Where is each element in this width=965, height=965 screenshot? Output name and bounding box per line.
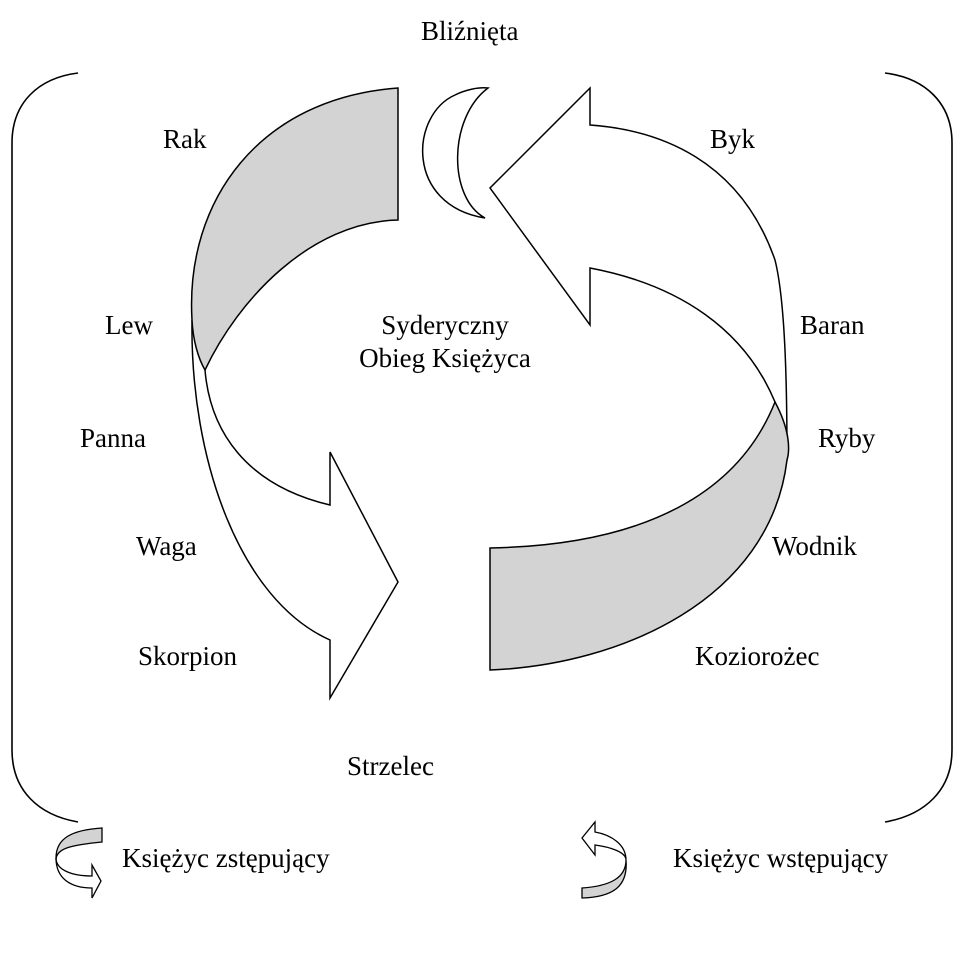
ascending-icon-back	[581, 859, 627, 899]
descending-icon-front	[55, 857, 102, 899]
ascending-icon-front	[581, 820, 627, 861]
right-band-front	[489, 86, 788, 461]
left-bracket	[11, 72, 79, 823]
crescent-moon-icon	[421, 87, 490, 219]
sign-label-lew: Lew	[105, 310, 153, 340]
legend-ascending-label: Księżyc wstępujący	[673, 843, 889, 873]
sign-label-ryby: Ryby	[818, 423, 876, 453]
sign-label-strzelec: Strzelec	[347, 751, 434, 781]
sign-label-rak: Rak	[163, 124, 207, 154]
right-bracket	[884, 72, 953, 823]
center-title-line1: Syderyczny	[381, 310, 509, 340]
legend-descending-label: Księżyc zstępujący	[122, 843, 330, 873]
left-band-front	[191, 319, 399, 701]
sign-label-bliznieta: Bliźnięta	[421, 16, 519, 46]
right-band-back	[489, 400, 790, 671]
sign-label-panna: Panna	[80, 423, 146, 453]
sign-label-byk: Byk	[710, 124, 756, 154]
left-band-back	[190, 87, 399, 372]
descending-icon-back	[55, 827, 103, 861]
sign-label-skorpion: Skorpion	[138, 641, 238, 671]
sign-label-waga: Waga	[136, 531, 197, 561]
sign-label-wodnik: Wodnik	[772, 531, 857, 561]
sign-label-koziorozec: Koziorożec	[695, 641, 820, 671]
center-title-line2: Obieg Księżyca	[359, 343, 531, 373]
sign-label-baran: Baran	[800, 310, 865, 340]
center-title: Syderyczny Obieg Księżyca	[315, 309, 575, 375]
